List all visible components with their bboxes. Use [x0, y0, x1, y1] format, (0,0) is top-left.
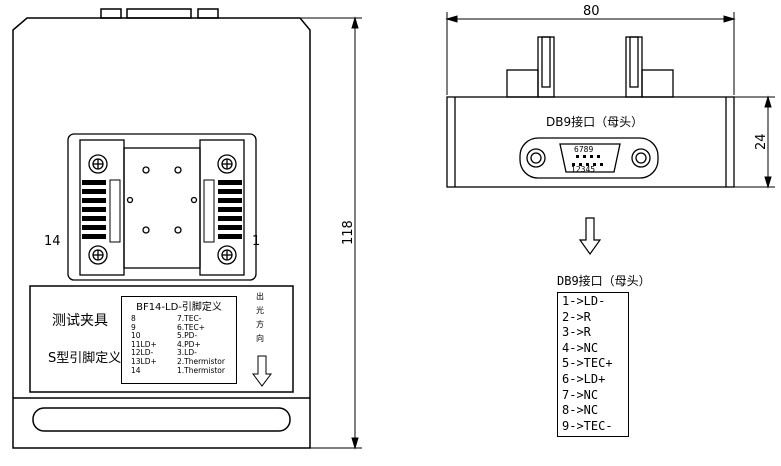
- pin-definition-item: 10: [131, 331, 141, 341]
- db9-top-pins-label: 6789: [574, 145, 593, 154]
- dimension-80-text: 80: [583, 4, 600, 19]
- pin-table-row: 6->LD+: [562, 371, 606, 386]
- dimension-118-text: 118: [341, 220, 356, 245]
- pin-definition-item: 3.LD-: [177, 348, 197, 358]
- light-direction-char: 方: [256, 319, 264, 329]
- pin-definition-box: BF14-LD-引脚定义 8 9 10 11LD+ 12LD- 13LD+ 14…: [121, 296, 237, 384]
- side-pin-right-label: 1: [252, 234, 260, 249]
- pin-definition-item: 4.PD+: [177, 339, 201, 349]
- pin-definition-item: 2.Thermistor: [177, 356, 225, 366]
- pin-definition-item: 5.PD-: [177, 331, 198, 341]
- pin-definition-left-column: 8 9 10 11LD+ 12LD- 13LD+ 14: [131, 314, 157, 375]
- dimension-height-118: [300, 16, 362, 450]
- dimension-height-24: [734, 95, 775, 189]
- db9-pin-dots: [572, 155, 603, 166]
- pin-table-title: DB9接口（母头）: [557, 274, 651, 288]
- dimension-width-80: [445, 12, 736, 95]
- pin-definition-item: 9: [131, 322, 136, 332]
- socket-contacts-right: [203, 179, 242, 243]
- db9-bottom-pins-label: 12345: [571, 165, 595, 174]
- pin-definition-item: 12LD-: [131, 348, 154, 358]
- pin-definition-title: BF14-LD-引脚定义: [136, 302, 222, 313]
- pin-table-row: 4->NC: [562, 340, 599, 355]
- side-pin-left-label: 14: [44, 234, 61, 249]
- fixture-side-view: [446, 36, 735, 188]
- pin-definition-item: 7.TEC-: [177, 314, 202, 323]
- light-direction-char: 向: [256, 333, 264, 343]
- light-direction-char: 出: [256, 291, 264, 301]
- pin-table: 1->LD- 2->R 3->R 4->NC 5->TEC+ 6->LD+ 7-…: [557, 292, 629, 438]
- pin-table-row: 1->LD-: [562, 294, 606, 308]
- pin-table-row: 8->NC: [562, 403, 599, 418]
- socket-contacts-left: [82, 179, 121, 243]
- ic-socket: [67, 133, 257, 281]
- pin-definition-right-column: 7.TEC- 6.TEC+ 5.PD- 4.PD+ 3.LD- 2.Thermi…: [177, 314, 225, 375]
- db9-connector-label: DB9接口（母头）: [546, 114, 643, 129]
- test-fixture-label: 测试夹具: [52, 313, 108, 329]
- pin-table-row: 5->TEC+: [562, 356, 613, 371]
- down-arrow-icon: [252, 355, 272, 387]
- down-arrow-icon: [578, 217, 602, 256]
- s-pin-def-label: S型引脚定义: [48, 350, 121, 366]
- dimension-24-text: 24: [754, 133, 769, 150]
- light-direction-char: 光: [256, 305, 264, 315]
- pin-table-row: 7->NC: [562, 387, 599, 402]
- pin-table-row: 9->TEC-: [562, 418, 613, 433]
- pin-definition-item: 8: [131, 314, 136, 323]
- pin-table-row: 3->R: [562, 325, 591, 340]
- light-direction: 出 光 方 向: [252, 291, 272, 387]
- pin-definition-item: 1.Thermistor: [177, 365, 225, 375]
- pin-definition-item: 13LD+: [131, 356, 157, 366]
- pin-definition-item: 11LD+: [131, 339, 157, 349]
- pin-definition-item: 14: [131, 365, 141, 375]
- pin-definition-item: 6.TEC+: [177, 322, 205, 332]
- pin-table-row: 2->R: [562, 309, 591, 324]
